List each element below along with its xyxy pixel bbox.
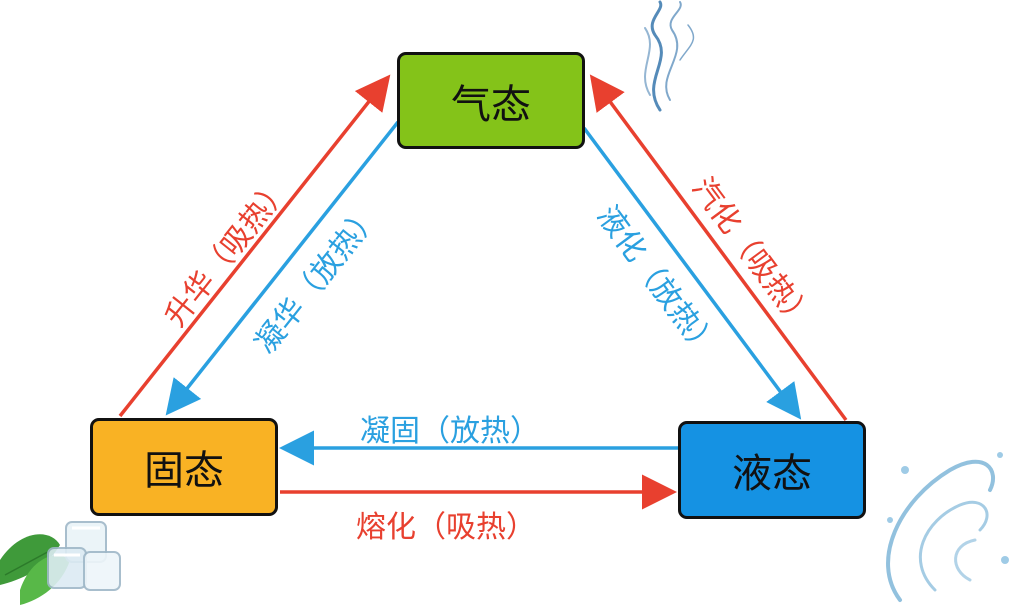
gas-state-box: 气态 [397,52,585,149]
sublimation-arrow [118,74,391,418]
gas-state-label: 气态 [451,81,531,128]
liquefaction-arrow [582,126,802,420]
solid-state-box: 固态 [90,418,278,516]
liquid-state-label: 液态 [732,451,812,497]
water-splash-icon [886,452,1009,602]
melting-label: 熔化（吸热） [356,510,536,545]
desublimation-arrow [165,120,400,416]
liquid-state-box: 液态 [678,421,866,519]
smoke-icon [644,0,695,112]
ice-cubes-icon [47,521,121,591]
vaporization-arrow [589,74,848,422]
solid-state-label: 固态 [144,448,224,494]
solidification-label: 凝固（放热） [360,414,540,449]
